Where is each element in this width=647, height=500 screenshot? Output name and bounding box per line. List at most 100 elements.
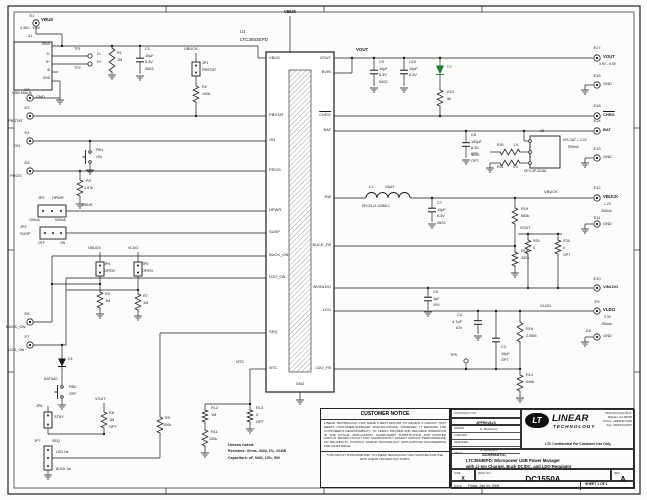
- e6-id: E6: [24, 311, 30, 316]
- brand-technology: TECHNOLOGY: [553, 424, 596, 429]
- resistor-R23: [436, 88, 444, 108]
- resistor-R4: [96, 290, 104, 310]
- brand-linear: LINEAR: [552, 413, 589, 424]
- rev-label: REV: [614, 471, 621, 475]
- d1-part: BAT54C: [44, 377, 59, 381]
- jp5-ref: JP5: [142, 262, 149, 266]
- r3-ref: R3: [86, 179, 91, 183]
- confidential-note: LTC Confidential For Customer Use Only: [545, 442, 611, 446]
- pin-seq: SEQ: [269, 329, 278, 334]
- address-line: Milpitas, CA 95035: [607, 414, 632, 419]
- note-3: Capacitors: uF, 0402, 10%, 50V: [228, 456, 281, 460]
- c8-val: 100µF: [471, 139, 482, 144]
- c1-val: 10µF: [145, 53, 154, 58]
- e8-id: E8: [586, 328, 591, 333]
- e1-net: VBUS: [41, 17, 54, 22]
- dwg-number: DC1550A: [525, 475, 561, 484]
- vbus-top: VBUS: [283, 9, 297, 14]
- approval-label: CHECKED: [454, 434, 468, 437]
- r18-val: 332k: [521, 256, 530, 260]
- resistor-R7: [134, 292, 142, 312]
- jp5-open: OPEN: [142, 269, 153, 273]
- resistor-R30: [498, 148, 522, 156]
- pin-vbus: VBUS: [269, 55, 280, 60]
- r25-ref: R25: [533, 239, 540, 243]
- r23-ref: R23: [447, 90, 454, 94]
- connector-J1: [13, 41, 53, 91]
- e13-id: E13: [593, 146, 601, 151]
- pb2-ref: PB2: [69, 385, 77, 389]
- testpoint-TP5: [463, 358, 469, 364]
- diode-D2: [436, 65, 444, 75]
- jumper-JP1: [191, 61, 201, 77]
- e12-id: E12: [593, 185, 601, 190]
- jp6-ref: JP6: [36, 404, 43, 408]
- e14-id: E14: [593, 118, 601, 123]
- approval-label: DESIGNED: [454, 441, 469, 444]
- j1-pin-gnd: GND: [42, 76, 50, 80]
- r23-val: 5k: [447, 97, 452, 101]
- e12-sub2: 200mA: [601, 208, 612, 213]
- c5-ref: C5: [433, 290, 438, 294]
- c8-ref: C8: [471, 133, 476, 137]
- vbuck-jp1: VBUCK: [184, 46, 198, 51]
- r3-val: 1.87k: [84, 186, 94, 190]
- resistor-R16: [516, 320, 524, 344]
- e10-net: VINLDO: [603, 284, 619, 289]
- e13-net: GND: [603, 154, 612, 159]
- e4-net: ON: [14, 143, 20, 148]
- c3-val: 10pF: [501, 351, 510, 356]
- r13-val: 0: [256, 413, 259, 417]
- tp5-ref: TP5: [450, 353, 457, 357]
- brand-cell: LT LINEAR TECHNOLOGY 1630 McCarthy Blvd.…: [521, 409, 635, 449]
- c9-pkg: 0402: [379, 79, 388, 84]
- c4-volt: 10V: [455, 326, 462, 330]
- c9-volt: 6.3V: [379, 73, 387, 77]
- pin-ldoon: LDO_ON: [269, 274, 286, 279]
- pb1-ref: PB1: [96, 148, 104, 152]
- resistor-R13: [246, 408, 254, 424]
- jp3-opt1: OFF: [38, 241, 45, 245]
- c8-pkg: 1206: [471, 152, 480, 157]
- resistor-R14: [516, 373, 524, 393]
- tp1-net: D-: [97, 52, 102, 56]
- c1-ref: C1: [145, 47, 150, 51]
- e14-net: BAT: [603, 127, 611, 132]
- r14-val: 649k: [526, 380, 535, 384]
- title-label: TITLE:: [454, 451, 464, 455]
- jumper-JP7: [43, 445, 53, 471]
- c8-opt: OPT: [471, 159, 479, 163]
- e9-net: VLDO: [603, 307, 615, 312]
- pin-bvinldo: BVINLDO: [313, 284, 331, 289]
- pin-buckfb: BUCK_FB: [312, 242, 331, 247]
- e11-id: E11: [593, 215, 601, 220]
- e16-id: E16: [593, 73, 601, 78]
- pin-buckon: BUCK_ON: [269, 252, 289, 257]
- resistor-R8: [100, 410, 108, 430]
- e16-net: GND: [603, 81, 612, 86]
- pin-hpwr: HPWR: [269, 207, 282, 212]
- jp2-opt2: 500mA: [55, 218, 66, 222]
- ic-u1-body: [265, 51, 335, 393]
- j1-ref: J1: [28, 33, 33, 38]
- r12-ref: R12: [211, 406, 218, 410]
- r1-val: 1M: [117, 58, 123, 62]
- jp2-ref: JP2: [38, 196, 45, 200]
- c10-ref: C10: [409, 60, 416, 64]
- e7-net: LDO_ON: [8, 347, 25, 352]
- u1-ref: U1: [240, 29, 246, 34]
- approvals-header: APPROVALS: [451, 418, 521, 425]
- e2-id: E2: [24, 87, 30, 92]
- approval-value: [480, 440, 520, 446]
- jp2-opt1: 100mA: [29, 218, 40, 222]
- pin-on: ON: [269, 137, 275, 142]
- dwg-label: DWG NO.: [478, 471, 492, 475]
- e3-id: E3: [24, 105, 30, 110]
- r16-val: 2.05M: [526, 334, 537, 338]
- r7-ref: R7: [143, 294, 148, 298]
- contract-no-label: CONTRACT NO.: [451, 409, 521, 418]
- tp2-net: D+: [97, 60, 102, 64]
